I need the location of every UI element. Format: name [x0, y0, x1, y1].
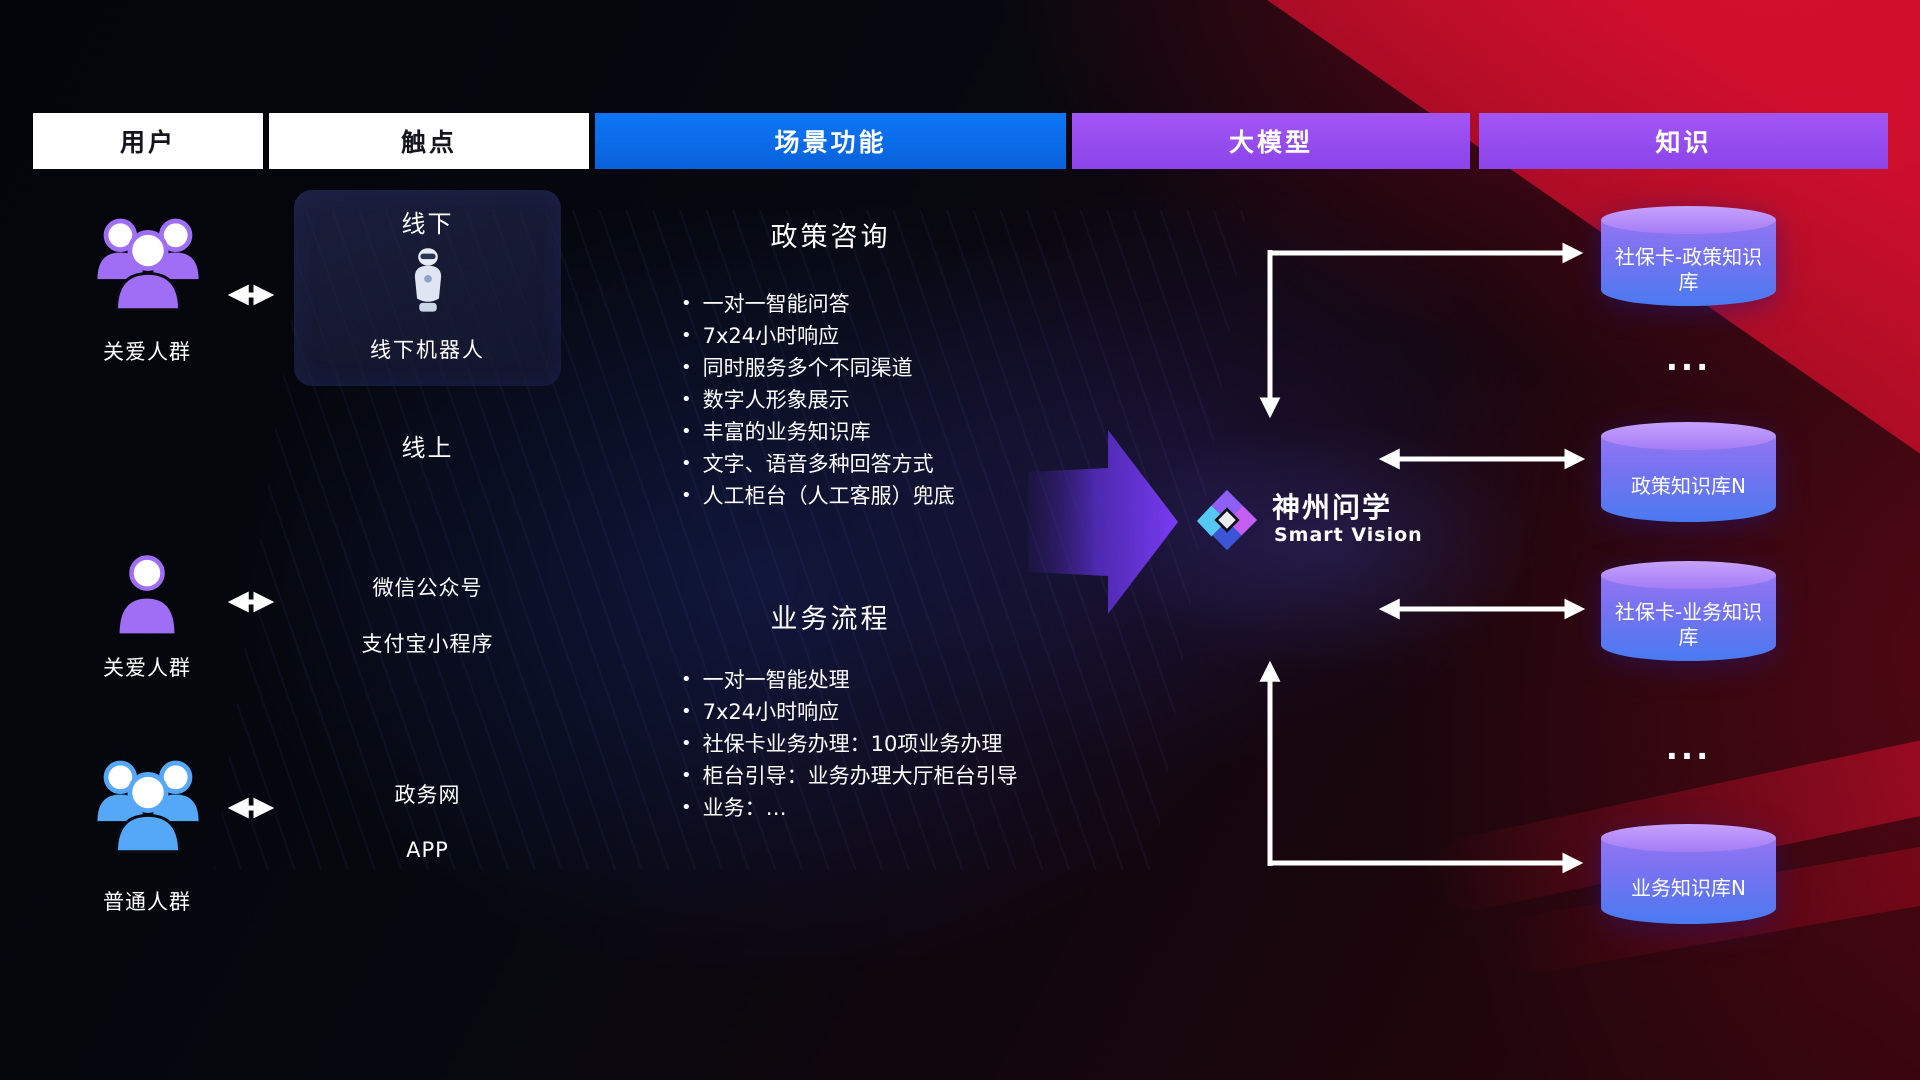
scene-item: 一对一智能处理: [681, 664, 1018, 696]
channel-alipay: 支付宝小程序: [361, 632, 494, 656]
cylinder-top: [1601, 561, 1776, 589]
column-header-model: 大模型: [1072, 113, 1470, 169]
knowledge-base-cylinder: 社保卡-业务知识库: [1601, 561, 1776, 661]
cylinder-top: [1601, 206, 1776, 234]
scene-business-list: 一对一智能处理 7x24小时响应 社保卡业务办理：10项业务办理 柜台引导：业务…: [681, 664, 1018, 824]
channel-app: APP: [406, 838, 449, 862]
scene-item: 7x24小时响应: [681, 320, 955, 352]
scene-title-business: 业务流程: [770, 604, 891, 635]
column-header-knowledge: 知识: [1479, 113, 1888, 169]
scene-item: 业务：…: [681, 792, 1018, 824]
scene-item: 人工柜台（人工客服）兜底: [681, 480, 955, 512]
offline-touchpoint-panel: 线下 线下机器人: [294, 190, 561, 386]
knowledge-ellipsis: ...: [1665, 340, 1712, 378]
cylinder-top: [1601, 824, 1776, 852]
scene-item: 社保卡业务办理：10项业务办理: [681, 728, 1018, 760]
scene-item: 丰富的业务知识库: [681, 416, 955, 448]
model-name: 神州问学: [1272, 491, 1393, 524]
knowledge-base-label: 政策知识库N: [1601, 436, 1776, 522]
scene-item: 7x24小时响应: [681, 696, 1018, 728]
robot-label: 线下机器人: [370, 338, 485, 362]
online-title: 线上: [401, 434, 454, 462]
scene-item: 数字人形象展示: [681, 384, 955, 416]
scene-item: 同时服务多个不同渠道: [681, 352, 955, 384]
smart-vision-logo-icon: [1196, 489, 1258, 551]
user-label: 普通人群: [103, 890, 191, 914]
user-group-icon: [97, 760, 199, 854]
scene-item: 柜台引导：业务办理大厅柜台引导: [681, 760, 1018, 792]
user-label: 关爱人群: [103, 340, 191, 364]
knowledge-ellipsis: ...: [1665, 729, 1712, 767]
column-header-scenes: 场景功能: [595, 113, 1066, 169]
channel-govweb: 政务网: [394, 783, 461, 807]
channel-wechat: 微信公众号: [372, 576, 483, 600]
scene-title-policy: 政策咨询: [770, 222, 891, 253]
knowledge-base-cylinder: 社保卡-政策知识库: [1601, 206, 1776, 306]
offline-title: 线下: [401, 210, 454, 238]
flow-arrow-icon: [1028, 430, 1178, 614]
user-single-icon: [119, 555, 175, 634]
knowledge-base-cylinder: 政策知识库N: [1601, 422, 1776, 522]
scene-item: 文字、语音多种回答方式: [681, 448, 955, 480]
column-header-users: 用户: [33, 113, 263, 169]
scene-policy-list: 一对一智能问答 7x24小时响应 同时服务多个不同渠道 数字人形象展示 丰富的业…: [681, 288, 955, 512]
user-label: 关爱人群: [103, 656, 191, 680]
user-group-icon: [97, 218, 199, 312]
cylinder-top: [1601, 422, 1776, 450]
knowledge-base-label: 社保卡-政策知识库: [1601, 220, 1776, 306]
knowledge-base-label: 业务知识库N: [1601, 838, 1776, 924]
knowledge-base-label: 社保卡-业务知识库: [1601, 575, 1776, 661]
column-header-touchpoints: 触点: [269, 113, 589, 169]
model-subtitle: Smart Vision: [1274, 524, 1423, 546]
knowledge-base-cylinder: 业务知识库N: [1601, 824, 1776, 924]
robot-icon: [414, 248, 442, 312]
scene-item: 一对一智能问答: [681, 288, 955, 320]
